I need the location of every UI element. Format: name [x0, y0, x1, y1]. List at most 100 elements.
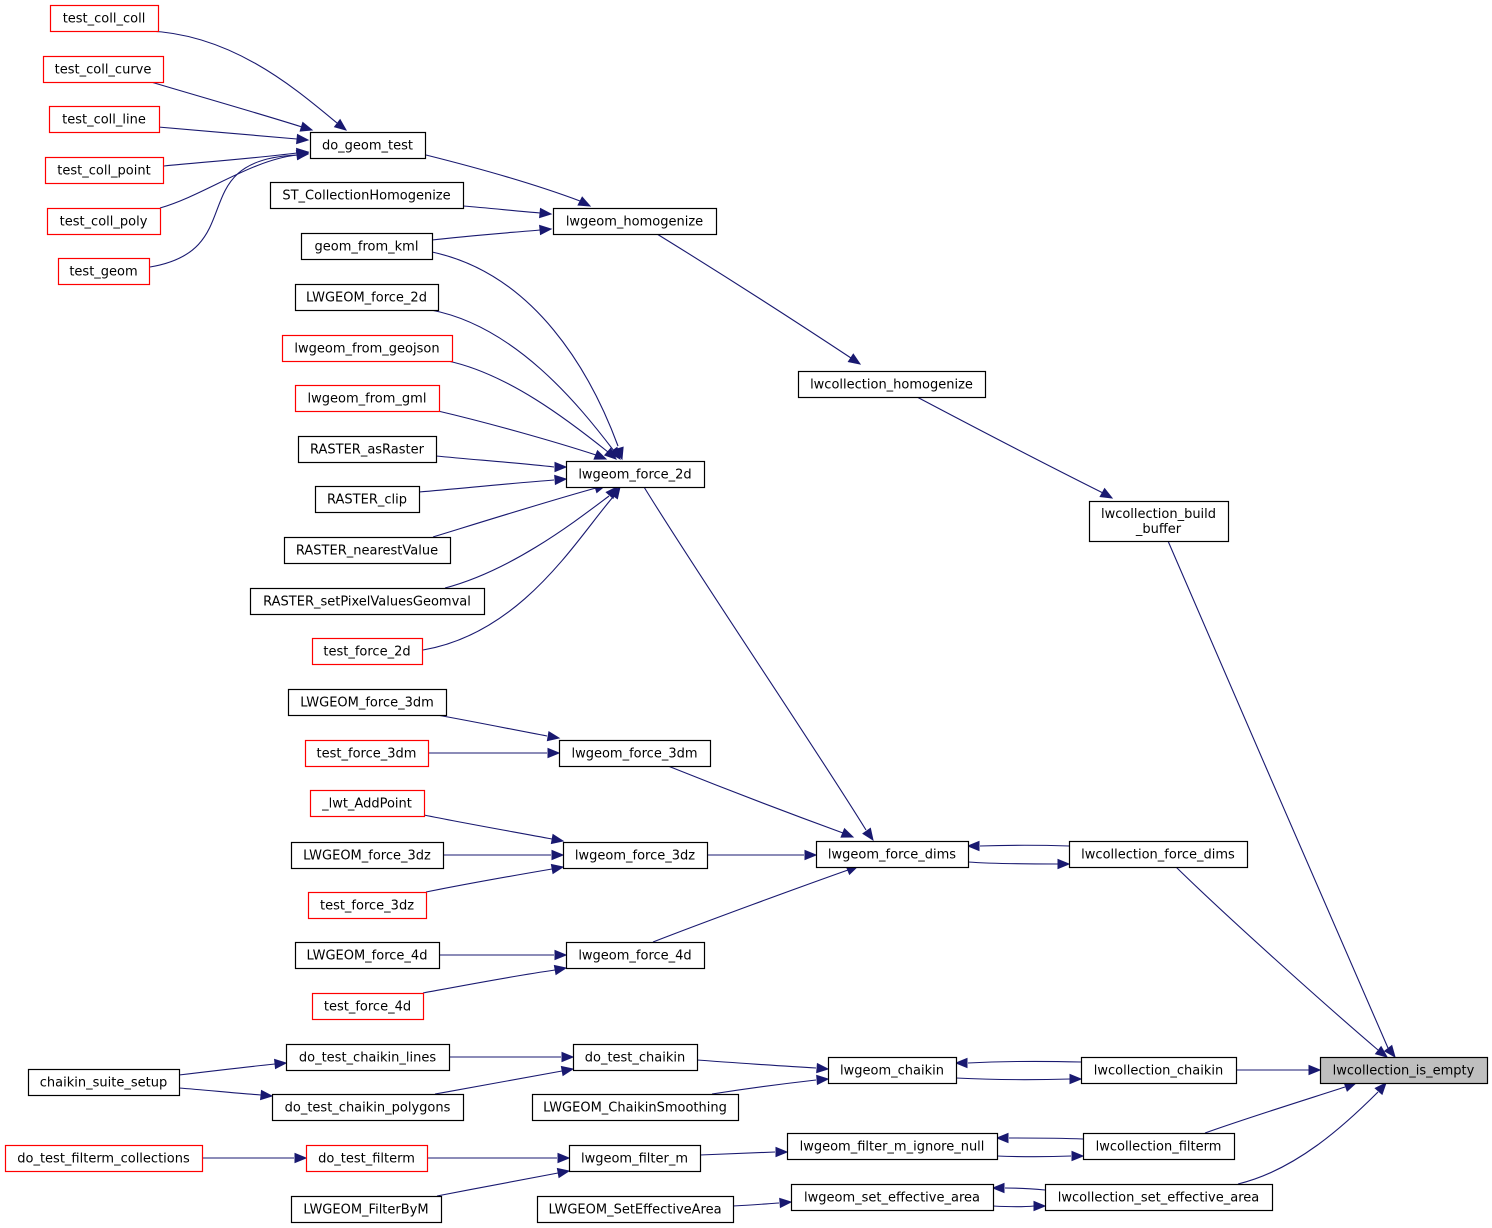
node-lwcollection-force-dims[interactable]: lwcollection_force_dims — [1068, 840, 1249, 869]
arrowhead-icon — [299, 121, 314, 132]
node-lwcollection-build-buffer[interactable]: lwcollection_build_buffer — [1088, 500, 1230, 543]
edge-line — [178, 1063, 276, 1076]
node-box — [269, 181, 465, 210]
node-chaikin-suite-setup[interactable]: chaikin_suite_setup — [27, 1068, 181, 1097]
edge-line — [425, 154, 581, 202]
node-do-test-chaikin-polygons[interactable]: do_test_chaikin_polygons — [271, 1093, 465, 1122]
node-test-coll-poly[interactable]: test_coll_poly — [46, 207, 162, 236]
node-lwgeom-force-dims[interactable]: lwgeom_force_dims — [815, 840, 970, 869]
node-lwgeom-force-3dz[interactable]: lwgeom_force_3dz — [562, 841, 709, 870]
node-label: RASTER_setPixelValuesGeomval — [263, 595, 471, 610]
call-edge-lwgeom_force_dims-to-lwcollection_force_dims — [967, 858, 1071, 870]
node-label: lwcollection_homogenize — [810, 378, 973, 393]
node-raster-asraster[interactable]: RASTER_asRaster — [297, 435, 438, 464]
edge-line — [436, 1172, 559, 1197]
node-label: lwcollection_set_effective_area — [1058, 1191, 1259, 1206]
node-test-coll-point[interactable]: test_coll_point — [44, 156, 165, 185]
edge-line — [667, 765, 844, 834]
node-box — [300, 232, 434, 261]
node-box — [305, 1144, 429, 1173]
call-edge-lwgeom_filter_m_ignore_null-to-lwcollection_filterm — [996, 1150, 1085, 1162]
call-edge-do_geom_test-to-lwgeom_homogenize — [425, 154, 592, 207]
node-test-coll-coll[interactable]: test_coll_coll — [49, 4, 160, 33]
node-test-coll-line[interactable]: test_coll_line — [48, 105, 161, 134]
edge-line — [425, 868, 553, 893]
node-geom-from-kml[interactable]: geom_from_kml — [300, 232, 434, 261]
node-lwgeom-force-2d[interactable]: LWGEOM_force_2d — [294, 283, 440, 312]
node-box — [797, 370, 987, 399]
arrowhead-icon — [557, 1152, 571, 1164]
node-lwcollection-homogenize[interactable]: lwcollection_homogenize — [797, 370, 987, 399]
node-lwgeom-set-effective-area[interactable]: lwgeom_set_effective_area — [790, 1183, 995, 1212]
call-edge-test_force_3dz-to-lwgeom_force_3dz — [425, 863, 565, 893]
node-raster-setpixelvaluesgeomval[interactable]: RASTER_setPixelValuesGeomval — [249, 587, 486, 616]
node-box — [558, 739, 712, 768]
node-lwcollection-filterm[interactable]: lwcollection_filterm — [1082, 1132, 1236, 1161]
arrowhead-icon — [260, 1089, 274, 1101]
node-lwgeom-homogenize[interactable]: lwgeom_homogenize — [552, 207, 718, 236]
node-test-force-2d[interactable]: test_force_2d — [311, 637, 424, 666]
arrowhead-icon — [593, 449, 608, 460]
node-label: ST_CollectionHomogenize — [282, 189, 450, 204]
node-lwgeom-seteffectivearea[interactable]: LWGEOM_SetEffectiveArea — [536, 1195, 735, 1224]
edge-line — [436, 714, 548, 737]
node-lwgeom-filter-m-ignore-null[interactable]: lwgeom_filter_m_ignore_null — [786, 1132, 999, 1161]
node-box — [290, 841, 445, 870]
arrowhead-icon — [550, 833, 565, 845]
call-edge-geom_from_kml-to-lwgeom_homogenize — [431, 224, 553, 241]
node-test-force-4d[interactable]: test_force_4d — [311, 992, 425, 1021]
node-label: test_coll_point — [57, 164, 150, 179]
node-lwgeom-force-2d[interactable]: lwgeom_force_2d — [565, 460, 706, 489]
edge-line — [996, 1155, 1072, 1158]
edge-line — [431, 229, 541, 241]
node-box — [790, 1183, 995, 1212]
edge-line — [1008, 1137, 1084, 1140]
node-raster-clip[interactable]: RASTER_clip — [314, 485, 421, 514]
node-lwgeom-from-geojson[interactable]: lwgeom_from_geojson — [281, 334, 454, 363]
node-do-test-filterm[interactable]: do_test_filterm — [305, 1144, 429, 1173]
node-test-geom[interactable]: test_geom — [57, 257, 151, 286]
node-lwgeom-force-3dm[interactable]: LWGEOM_force_3dm — [287, 688, 448, 717]
arrowhead-icon — [554, 949, 568, 961]
node-lwcollection-set-effective-area[interactable]: lwcollection_set_effective_area — [1044, 1183, 1274, 1212]
node-st-collectionhomogenize[interactable]: ST_CollectionHomogenize — [269, 181, 465, 210]
arrowhead-icon — [816, 1074, 830, 1086]
node-lwgeom-filter-m[interactable]: lwgeom_filter_m — [568, 1144, 702, 1173]
node-do-test-filterm-collections[interactable]: do_test_filterm_collections — [4, 1144, 204, 1173]
arrowhead-icon — [991, 1182, 1005, 1194]
node-lwgeom-force-3dm[interactable]: lwgeom_force_3dm — [558, 739, 712, 768]
call-edge-lwgeom_force_3dm-to-lwgeom_force_dims — [667, 765, 855, 838]
arrowhead-icon — [966, 840, 980, 852]
node-box — [311, 637, 424, 666]
node-lwgeom-force-4d[interactable]: LWGEOM_force_4d — [294, 941, 441, 970]
node-lwgeom-chaikin[interactable]: lwgeom_chaikin — [827, 1056, 958, 1085]
node-test-force-3dz[interactable]: test_force_3dz — [307, 891, 428, 920]
node-lwgeom-chaikinsmoothing[interactable]: LWGEOM_ChaikinSmoothing — [531, 1093, 740, 1122]
node-do-test-chaikin[interactable]: do_test_chaikin — [572, 1043, 699, 1072]
edge-line — [437, 410, 597, 456]
node-do-geom-test[interactable]: do_geom_test — [309, 131, 427, 160]
arrowhead-icon — [274, 1058, 288, 1070]
node-test-coll-curve[interactable]: test_coll_curve — [42, 55, 165, 84]
node-lwgeom-force-3dz[interactable]: LWGEOM_force_3dz — [290, 841, 445, 870]
node-box — [44, 156, 165, 185]
node-box — [285, 1043, 451, 1072]
call-edge-lwcollection_homogenize-to-lwcollection_build_buffer — [916, 396, 1114, 499]
node-test-force-3dm[interactable]: test_force_3dm — [304, 739, 430, 768]
node-label: LWGEOM_force_2d — [306, 291, 427, 306]
arrowhead-icon — [779, 1197, 793, 1209]
call-edge-lwgeom_set_effective_area-to-lwcollection_set_effective_area — [992, 1200, 1047, 1212]
call-edge-lwgeom_force_4d-to-lwgeom_force_dims — [652, 865, 860, 943]
node-box — [309, 789, 426, 818]
node-lwcollection-chaikin[interactable]: lwcollection_chaikin — [1080, 1056, 1238, 1085]
node-lwgeom-filterbym[interactable]: LWGEOM_FilterByM — [290, 1195, 443, 1224]
node-do-test-chaikin-lines[interactable]: do_test_chaikin_lines — [285, 1043, 451, 1072]
call-edge-lwcollection_filterm-to-lwgeom_filter_m_ignore_null — [995, 1132, 1084, 1144]
node-box — [536, 1195, 735, 1224]
node-lwgeom-from-gml[interactable]: lwgeom_from_gml — [294, 384, 441, 413]
node-raster-nearestvalue[interactable]: RASTER_nearestValue — [283, 536, 452, 565]
node--lwt-addpoint[interactable]: _lwt_AddPoint — [309, 789, 426, 818]
arrowhead-icon — [547, 747, 561, 759]
node-label: lwcollection_chaikin — [1094, 1064, 1223, 1079]
node-lwgeom-force-4d[interactable]: lwgeom_force_4d — [565, 941, 706, 970]
